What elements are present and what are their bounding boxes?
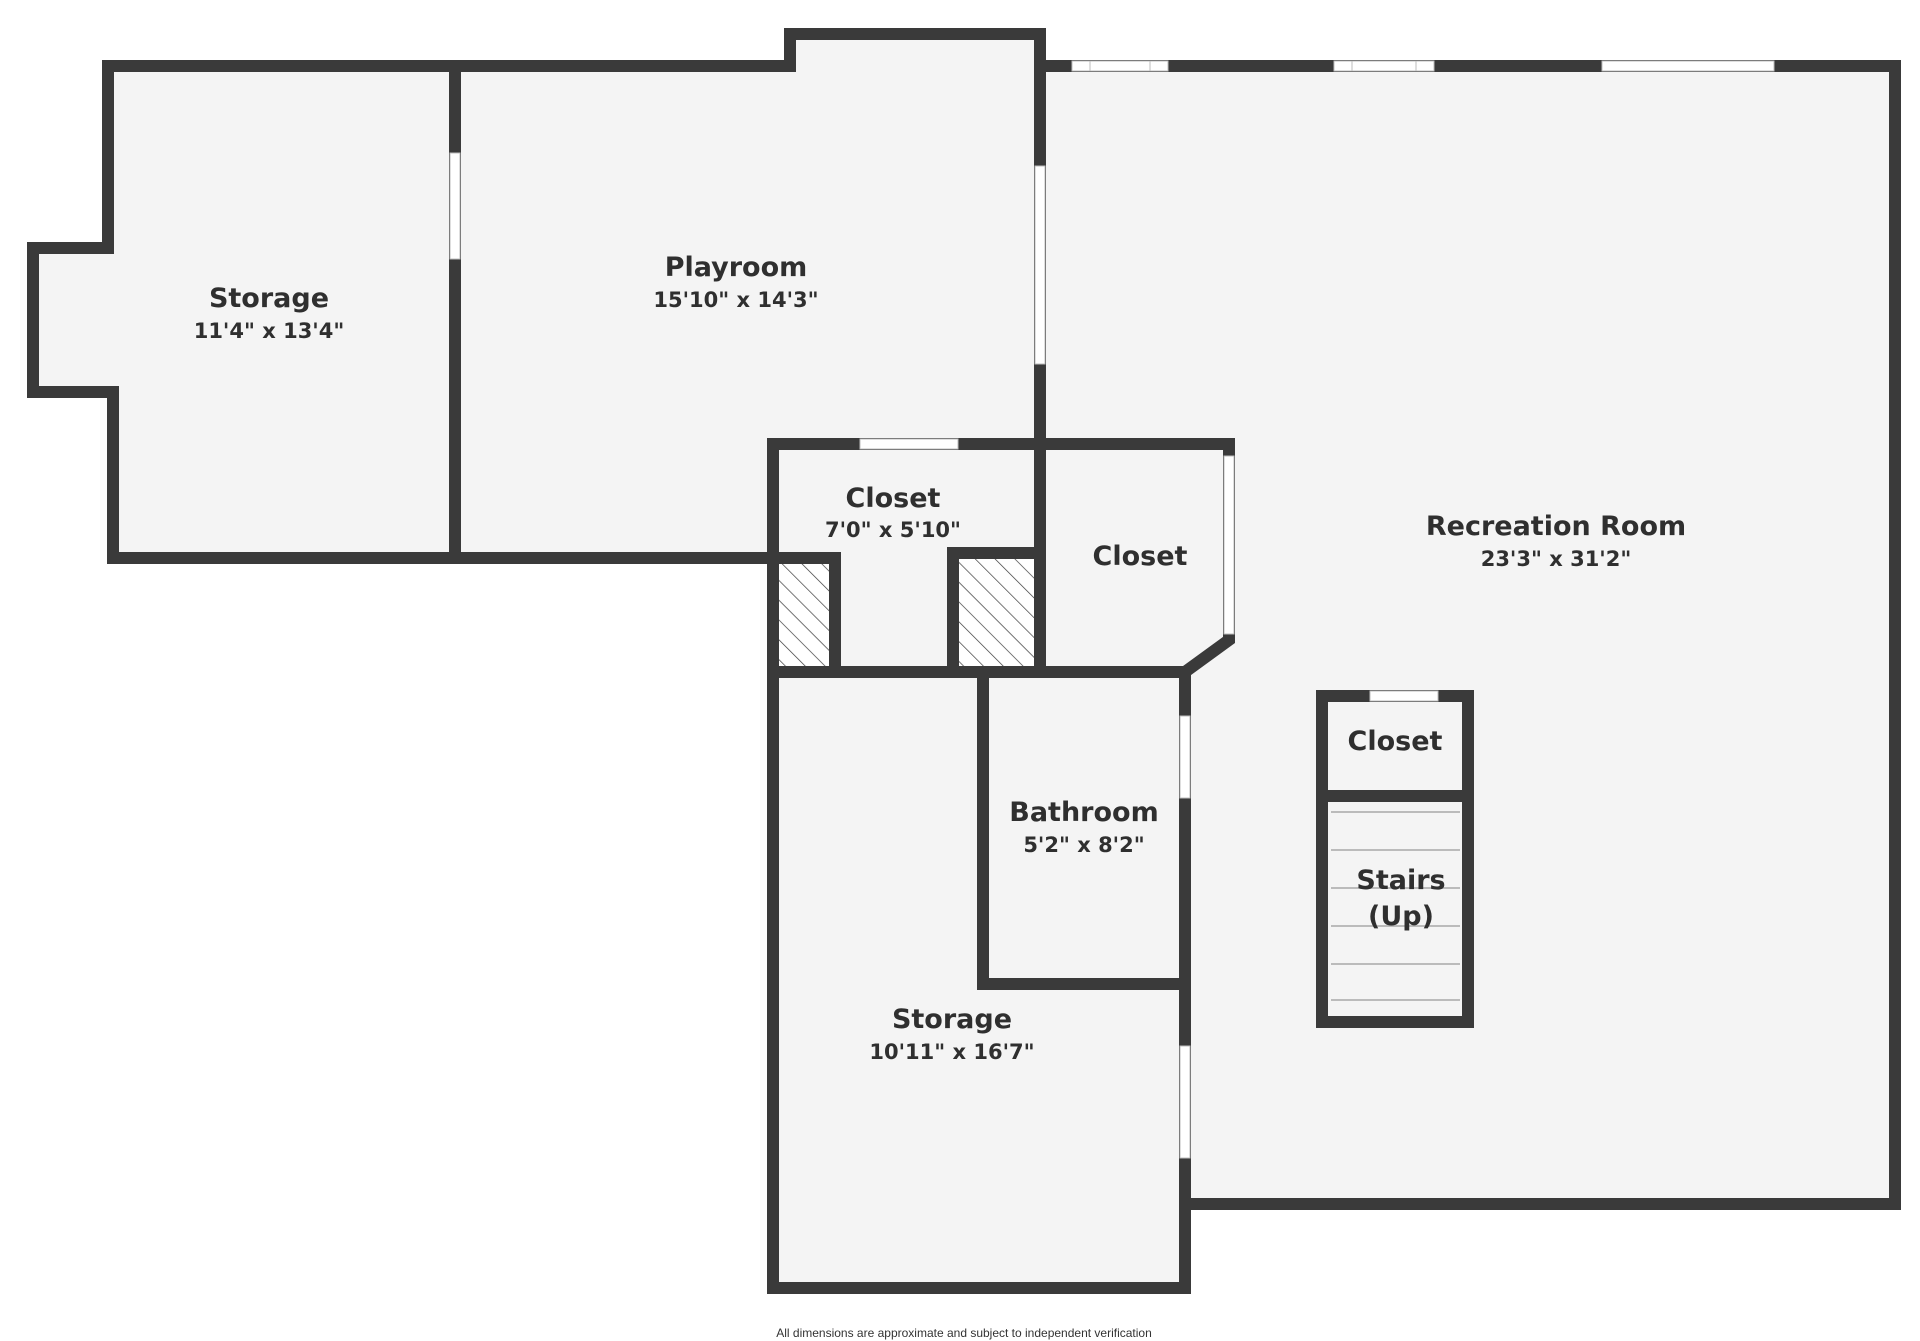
opening-closet-east bbox=[1223, 455, 1235, 635]
disclaimer-note: All dimensions are approximate and subje… bbox=[776, 1326, 1152, 1340]
label-closet-center: Closet bbox=[846, 483, 941, 514]
label-storage-south: Storage bbox=[892, 1004, 1012, 1035]
floor-stairs bbox=[1322, 796, 1468, 1022]
column-left bbox=[778, 560, 835, 672]
label-closet-east: Closet bbox=[1093, 541, 1188, 572]
dims-storage-west: 11'4" x 13'4" bbox=[194, 319, 345, 343]
dims-closet-center: 7'0" x 5'10" bbox=[825, 518, 961, 542]
structural-columns bbox=[778, 553, 1035, 672]
label-bathroom: Bathroom bbox=[1009, 797, 1158, 828]
window-north-3 bbox=[1601, 60, 1775, 72]
floor-storage-west bbox=[33, 71, 455, 558]
column-right bbox=[953, 553, 1035, 672]
label-stairs-up: (Up) bbox=[1368, 901, 1434, 932]
floor-closet-stair bbox=[1322, 696, 1468, 796]
stair-treads bbox=[1331, 811, 1460, 1001]
dims-storage-south: 10'11" x 16'7" bbox=[869, 1040, 1034, 1064]
wall-column-left bbox=[767, 552, 841, 678]
opening-storage-south bbox=[1179, 1045, 1191, 1159]
dims-bathroom: 5'2" x 8'2" bbox=[1023, 833, 1144, 857]
wall-column-right bbox=[947, 547, 1046, 678]
window-north-2 bbox=[1333, 60, 1435, 72]
floor-recreation-room bbox=[1040, 66, 1895, 1204]
wall-storage-west-outline bbox=[27, 60, 779, 564]
opening-bathroom bbox=[1179, 715, 1191, 799]
dims-playroom: 15'10" x 14'3" bbox=[653, 288, 818, 312]
opening-playroom-rec bbox=[1034, 165, 1046, 365]
wall-closet-east bbox=[767, 438, 1235, 678]
dims-recreation-room: 23'3" x 31'2" bbox=[1481, 547, 1632, 571]
openings bbox=[449, 60, 1775, 1159]
label-playroom: Playroom bbox=[665, 252, 808, 283]
label-stairs: Stairs bbox=[1356, 865, 1445, 896]
window-north-1 bbox=[1071, 60, 1169, 72]
label-recreation-room: Recreation Room bbox=[1426, 511, 1686, 542]
label-closet-stair: Closet bbox=[1348, 726, 1443, 757]
wall-bathroom bbox=[977, 666, 1191, 990]
floor-bathroom bbox=[983, 672, 1185, 984]
wall-playroom-north bbox=[449, 28, 1901, 1294]
opening-storage-playroom bbox=[449, 152, 461, 260]
label-storage-west: Storage bbox=[209, 283, 329, 314]
opening-closet-center bbox=[859, 438, 959, 450]
opening-stair-closet bbox=[1369, 690, 1439, 702]
floor-closet-east bbox=[1040, 444, 1229, 672]
floor-playroom bbox=[455, 34, 1040, 558]
room-labels: Storage 11'4" x 13'4" Playroom 15'10" x … bbox=[194, 252, 1686, 1340]
